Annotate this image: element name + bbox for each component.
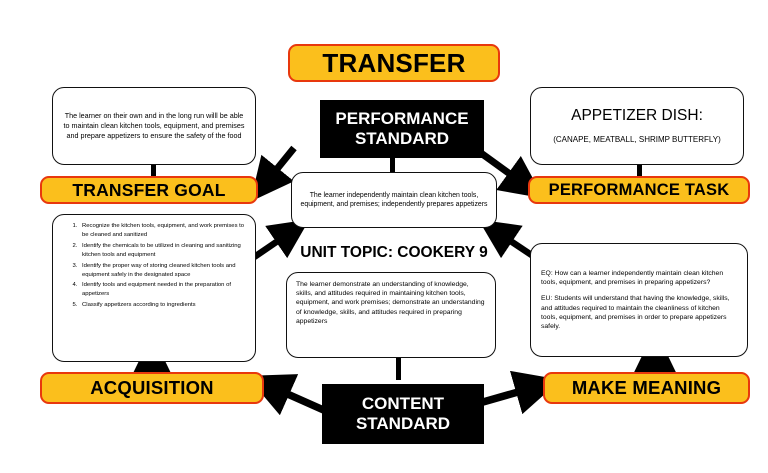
make-meaning-banner-label: MAKE MEANING — [571, 377, 722, 398]
stem-performance-standard-callout — [390, 156, 395, 174]
acquisition-banner[interactable]: ACQUISITION — [40, 372, 264, 404]
acquisition-list: Recognize the kitchen tools, equipment, … — [57, 222, 247, 310]
acquisition-banner-label: ACQUISITION — [90, 377, 214, 398]
appetizer-dish-callout: APPETIZER DISH: (CANAPE, MEATBALL, SHRIM… — [530, 87, 744, 165]
transfer-goal-callout-text: The learner on their own and in the long… — [63, 111, 245, 140]
content-standard-box[interactable]: CONTENT STANDARD — [322, 384, 484, 444]
make-meaning-eq-eu-callout: EQ: How can a learner independently main… — [530, 243, 748, 357]
unit-topic-title: UNIT TOPIC: COOKERY 9 — [286, 244, 502, 262]
content-standard-callout-text: The learner demonstrate an understanding… — [296, 281, 485, 325]
unit-topic-label: UNIT TOPIC: COOKERY 9 — [300, 244, 488, 261]
acquisition-list-box: Recognize the kitchen tools, equipment, … — [52, 214, 256, 362]
stem-transfer-goal — [151, 164, 156, 178]
performance-task-banner[interactable]: PERFORMANCE TASK — [528, 176, 750, 204]
performance-standard-label: PERFORMANCE STANDARD — [335, 108, 469, 148]
performance-standard-callout: The learner independently maintain clean… — [291, 172, 497, 228]
transfer-banner[interactable]: TRANSFER — [288, 44, 500, 82]
transfer-goal-callout: The learner on their own and in the long… — [52, 87, 256, 165]
performance-standard-box[interactable]: PERFORMANCE STANDARD — [320, 100, 484, 158]
performance-standard-callout-text: The learner independently maintain clean… — [300, 191, 488, 208]
connector-ps-to-transfer-goal — [250, 145, 297, 202]
list-item: Identify tools and equipment needed in t… — [79, 281, 247, 299]
stem-performance-task — [637, 164, 642, 178]
performance-task-banner-label: PERFORMANCE TASK — [548, 180, 730, 199]
appetizer-dish-subtitle: (CANAPE, MEATBALL, SHRIMP BUTTERFLY) — [553, 135, 721, 145]
stem-content-standard-callout — [396, 358, 401, 380]
transfer-goal-banner-label: TRANSFER GOAL — [72, 179, 226, 200]
transfer-goal-banner[interactable]: TRANSFER GOAL — [40, 176, 258, 204]
appetizer-dish-title: APPETIZER DISH: — [571, 107, 703, 125]
list-item: Identify the chemicals to be utilized in… — [79, 242, 247, 260]
make-meaning-banner[interactable]: MAKE MEANING — [543, 372, 750, 404]
content-standard-label: CONTENT STANDARD — [355, 393, 451, 433]
transfer-banner-label: TRANSFER — [322, 47, 466, 78]
list-item: Identify the proper way of storing clean… — [79, 262, 247, 280]
connector-cs-to-acquisition — [246, 374, 330, 416]
list-item: Recognize the kitchen tools, equipment, … — [79, 222, 247, 240]
essential-question-text: EQ: How can a learner independently main… — [541, 269, 724, 287]
content-standard-callout: The learner demonstrate an understanding… — [286, 272, 496, 358]
essential-understanding-text: EU: Students will understand that having… — [541, 295, 730, 330]
list-item: Classify appetizers according to ingredi… — [79, 301, 247, 310]
